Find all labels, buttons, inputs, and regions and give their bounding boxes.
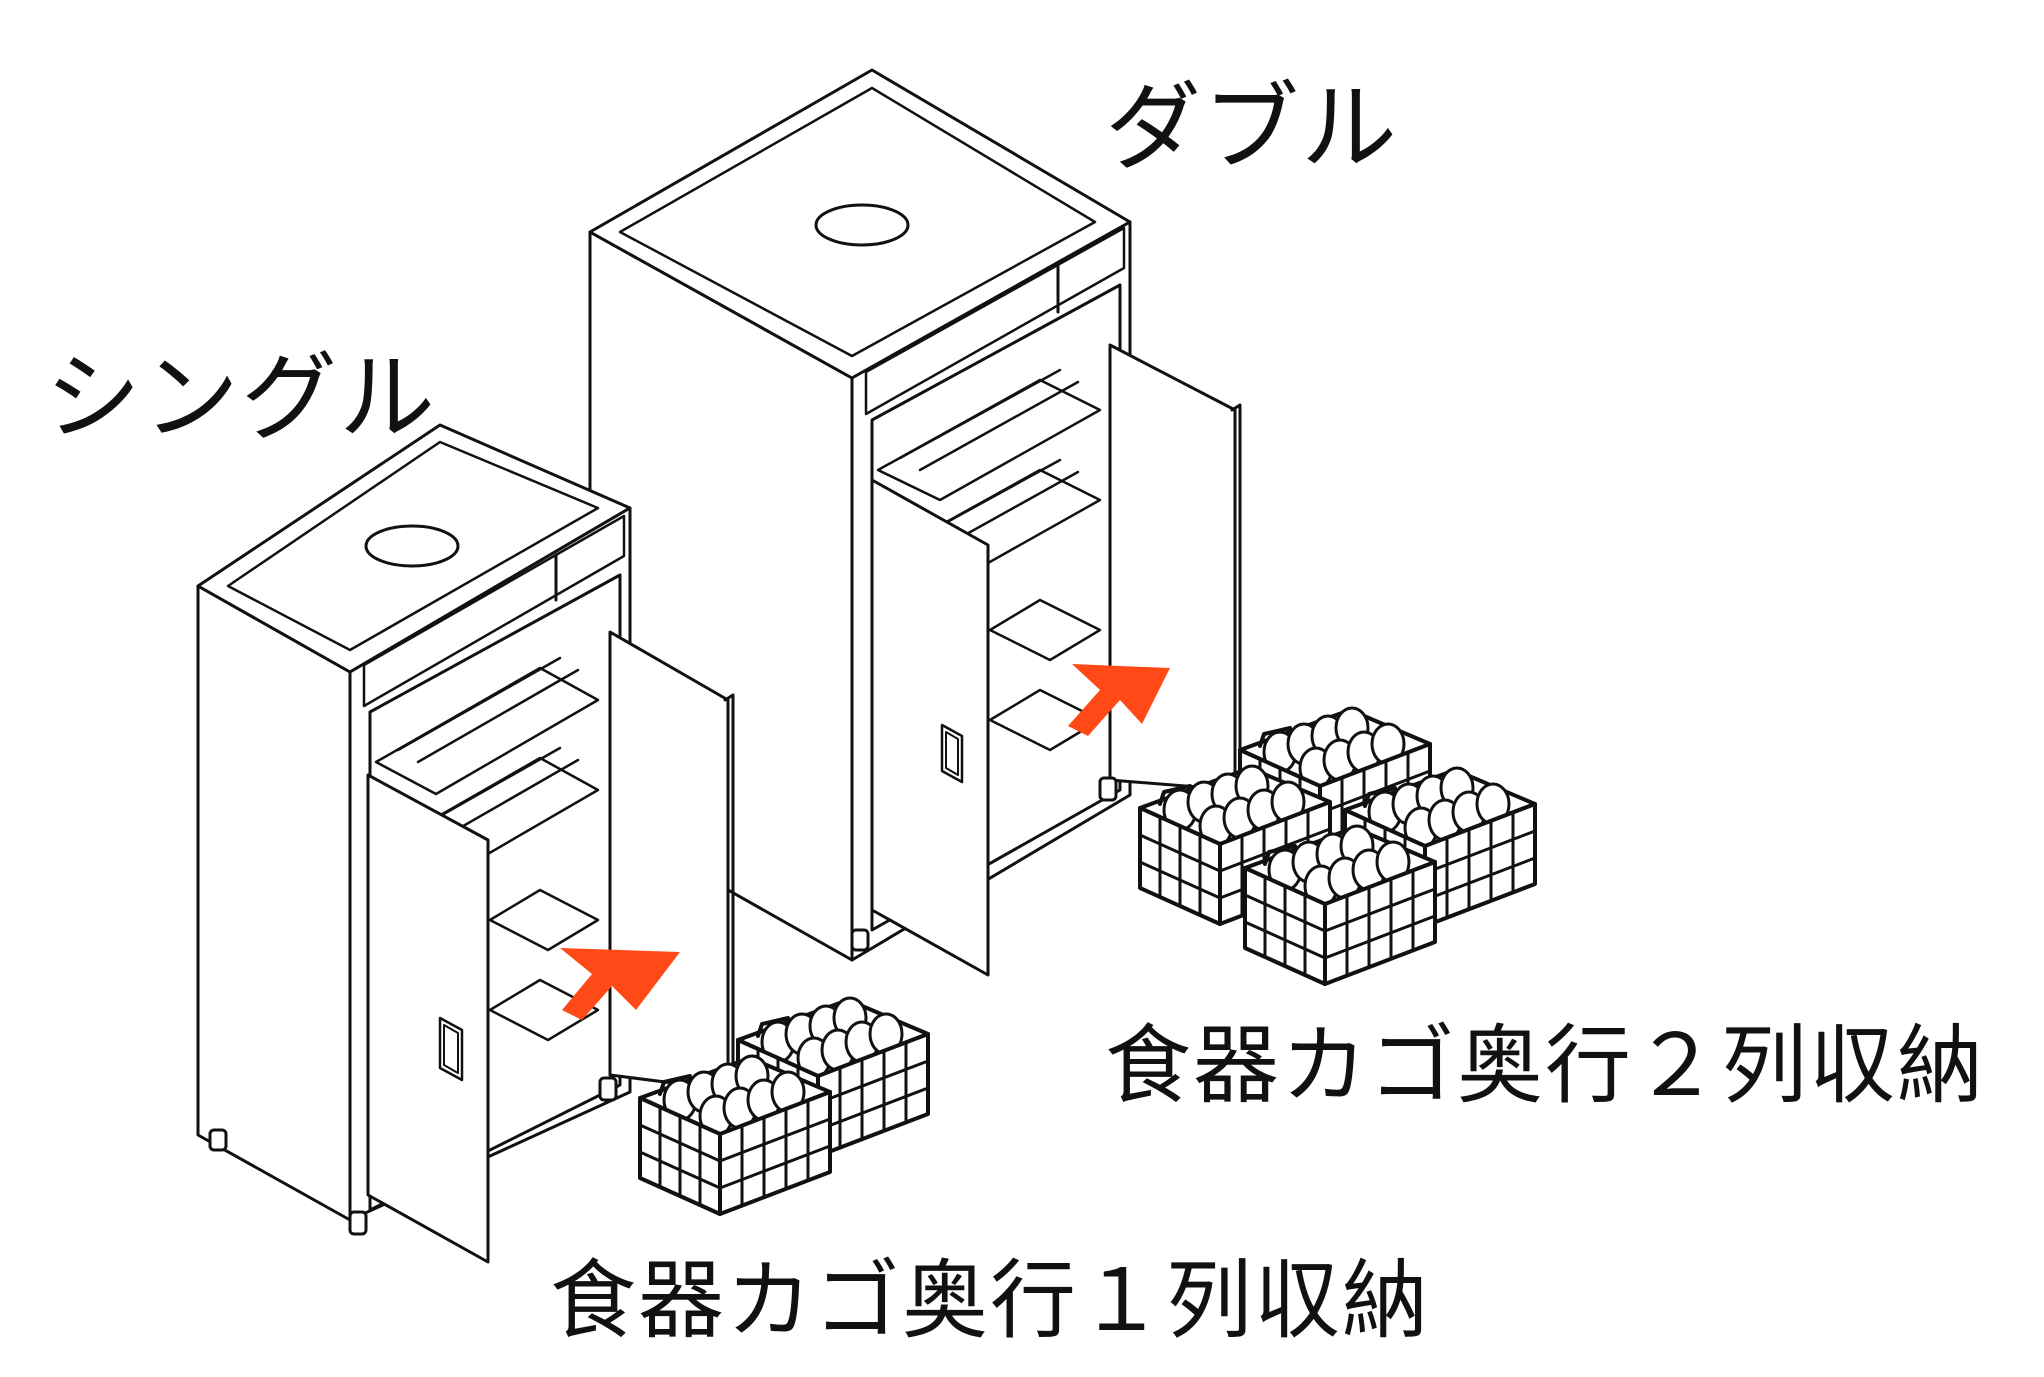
double-caption: 食器カゴ奥行２列収納 bbox=[1105, 1016, 1985, 1116]
single-cabinet-icon bbox=[198, 425, 733, 1262]
insert-arrow-icon bbox=[560, 664, 1170, 1020]
single-label: シングル bbox=[45, 342, 437, 454]
double-label: ダブル bbox=[1105, 72, 1399, 184]
single-caption: 食器カゴ奥行１列収納 bbox=[550, 1251, 1430, 1351]
